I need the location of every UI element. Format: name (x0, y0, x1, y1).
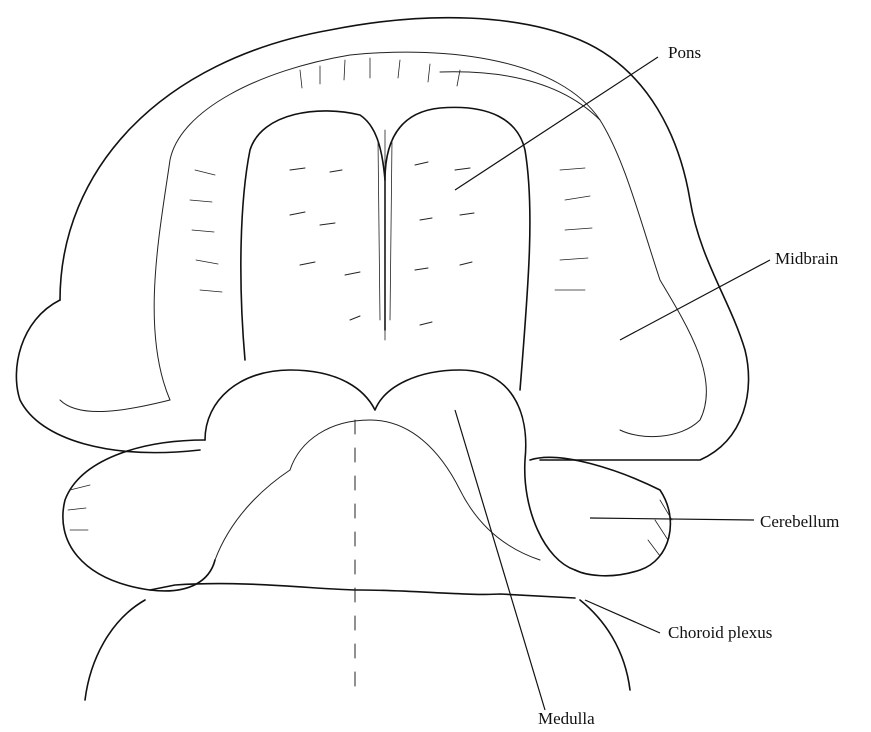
label-choroid-plexus: Choroid plexus (668, 623, 772, 642)
label-midbrain: Midbrain (775, 249, 839, 268)
label-pons: Pons (668, 43, 701, 62)
cerebellum (63, 440, 672, 591)
midbrain-outline (16, 18, 748, 460)
pons-columns (190, 58, 592, 390)
label-cerebellum: Cerebellum (760, 512, 839, 531)
medulla (85, 370, 630, 700)
label-medulla: Medulla (538, 709, 595, 728)
